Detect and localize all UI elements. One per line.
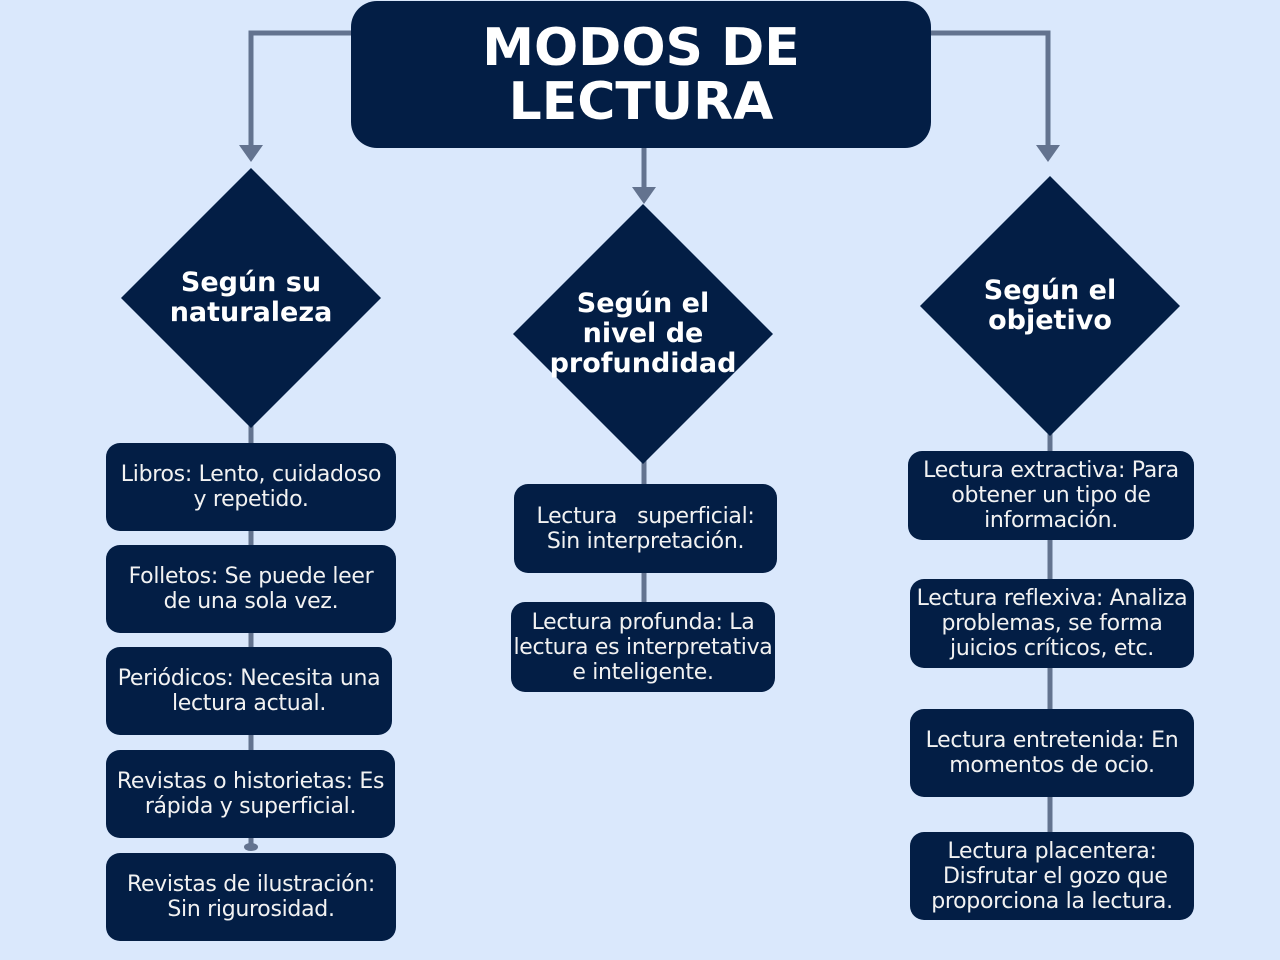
branch-diamond-naturaleza: Según su naturaleza (121, 168, 381, 428)
arrow-head-center (632, 187, 656, 204)
mode-box: Lectura extractiva: Para obtener un tipo… (908, 451, 1194, 540)
arrow-head-right (1036, 145, 1060, 162)
mode-box: Revistas de ilustración: Sin rigurosidad… (106, 853, 396, 941)
title-line: LECTURA (508, 71, 774, 132)
mode-text: Lectura placentera: (947, 838, 1157, 864)
mode-text: rápida y superficial. (144, 794, 357, 819)
mode-text: Lectura extractiva: Para (923, 458, 1179, 483)
diamond-shape (121, 168, 381, 428)
mode-text: Sin interpretación. (546, 528, 745, 554)
mode-text: proporciona la lectura. (931, 888, 1173, 914)
branch-label: Según el (576, 288, 710, 319)
diamond-shape (920, 176, 1180, 436)
mode-text: y repetido. (193, 487, 309, 512)
connector-dot (244, 843, 258, 851)
diamond-shape (513, 204, 773, 464)
arrow-head-left (239, 145, 263, 162)
mode-text: Lectura reflexiva: Analiza (916, 586, 1188, 611)
connector-right (931, 30, 1051, 150)
mode-text: problemas, se forma (941, 611, 1163, 636)
mode-box: Lectura superficial: Sin interpretación. (514, 484, 777, 573)
mode-text: información. (984, 508, 1118, 533)
mode-box: Lectura entretenida: En momentos de ocio… (910, 709, 1194, 797)
mode-box: Libros: Lento, cuidadoso y repetido. (106, 443, 396, 531)
branch-diamond-profundidad: Según el nivel de profundidad (513, 204, 773, 464)
branch-label: Según el (983, 275, 1117, 306)
connector-left (248, 30, 351, 150)
mode-box: Lectura reflexiva: Analiza problemas, se… (910, 579, 1194, 668)
mode-box: Revistas o historietas: Es rápida y supe… (106, 750, 395, 838)
mode-text: de una sola vez. (163, 589, 339, 614)
mode-text: momentos de ocio. (949, 753, 1155, 778)
branch-label: objetivo (988, 305, 1112, 336)
title-node: MODOS DE LECTURA (351, 1, 931, 148)
branch-label: nivel de (582, 318, 704, 349)
mode-box: Lectura profunda: La lectura es interpre… (511, 602, 775, 692)
mode-text: lectura actual. (171, 691, 327, 716)
branch-label: naturaleza (169, 297, 333, 328)
mode-box: Periódicos: Necesita una lectura actual. (106, 647, 392, 735)
mode-text: Libros: Lento, cuidadoso (120, 462, 382, 487)
branch-label: profundidad (549, 348, 737, 379)
mode-text: lectura es interpretativa (513, 634, 773, 660)
mode-text: Lectura entretenida: En (925, 728, 1179, 753)
mode-text: Periódicos: Necesita una (117, 666, 381, 691)
mode-text: Lectura profunda: La (531, 609, 755, 635)
mode-text: Lectura superficial: (536, 503, 755, 529)
mode-text: e inteligente. (572, 659, 714, 685)
mode-text: Revistas o historietas: Es (116, 769, 385, 794)
branch-label: Según su (180, 267, 322, 298)
mode-text: Revistas de ilustración: (126, 872, 376, 897)
mode-box: Folletos: Se puede leer de una sola vez. (106, 545, 396, 633)
title-line: MODOS DE (482, 17, 800, 78)
mode-text: obtener un tipo de (951, 483, 1151, 508)
mode-box: Lectura placentera: Disfrutar el gozo qu… (910, 832, 1194, 920)
mode-text: Folletos: Se puede leer (128, 564, 374, 589)
mode-text: Disfrutar el gozo que (936, 863, 1168, 889)
mode-text: juicios críticos, etc. (950, 636, 1154, 661)
branch-diamond-objetivo: Según el objetivo (920, 176, 1180, 436)
mode-text: Sin rigurosidad. (167, 897, 335, 922)
